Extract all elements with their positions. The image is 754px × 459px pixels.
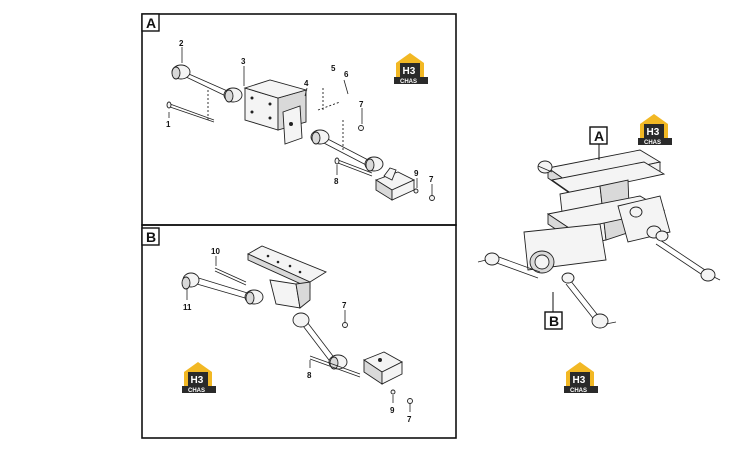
washer-9-b [390,389,396,395]
svg-text:1: 1 [166,120,171,129]
washer-9 [413,188,419,194]
svg-text:10: 10 [211,247,220,256]
svg-text:CHAS: CHAS [188,388,205,394]
svg-text:7: 7 [407,415,412,424]
svg-text:2: 2 [179,39,184,48]
panel-b-label: B [146,229,156,245]
svg-text:7: 7 [359,100,364,109]
svg-text:7: 7 [429,175,434,184]
svg-text:9: 9 [390,406,395,415]
nut-7-lower [429,195,435,201]
panel-b-callouts: 10 11 7 8 9 7 [183,247,412,424]
svg-text:7: 7 [342,301,347,310]
lower-torque-rod [310,129,384,172]
svg-text:CHAS: CHAS [570,388,587,394]
svg-text:8: 8 [307,371,312,380]
svg-text:8: 8 [334,177,339,186]
bolt-10 [214,267,247,286]
upper-torque-rod [171,64,243,103]
bolt-8-b [309,355,361,378]
bolt-8 [334,157,373,177]
nut-7-upper [358,125,364,131]
panel-a-tag [141,13,160,32]
axle-bracket-b [363,351,403,385]
svg-text:11: 11 [183,303,192,312]
spring-seat [247,245,327,309]
lower-rod-b [292,312,348,370]
logo-bottom-right: H3 CHAS [564,362,598,394]
assembly-label-a: A [594,128,604,144]
bolt-1 [166,101,215,123]
panel-b-frame [141,224,457,439]
logo-top-right: H3 CHAS [638,114,672,146]
assembled-suspension [477,149,721,329]
nut-7-b-upper [342,322,348,328]
assembly-label-b: B [549,313,559,329]
svg-text:4: 4 [304,79,309,88]
svg-text:CHAS: CHAS [644,140,661,146]
panel-a-callouts: 2 3 4 5 6 7 1 8 9 7 [166,39,434,195]
nut-7-b-lower [407,398,413,404]
torque-rod-b [181,272,264,305]
center-bracket [243,79,308,145]
panel-b-tag [141,227,160,246]
axle-bracket-a [374,167,416,201]
panel-a-label: A [146,15,156,31]
svg-text:9: 9 [414,169,419,178]
svg-text:H3: H3 [573,375,586,386]
svg-text:3: 3 [241,57,246,66]
logo-panel-a: H3 CHAS [394,53,428,85]
svg-text:CHAS: CHAS [400,79,417,85]
svg-text:H3: H3 [403,66,416,77]
svg-text:5: 5 [331,64,336,73]
logo-panel-b: H3 CHAS [182,362,216,394]
svg-text:H3: H3 [191,375,204,386]
svg-text:6: 6 [344,70,349,79]
svg-text:H3: H3 [647,127,660,138]
